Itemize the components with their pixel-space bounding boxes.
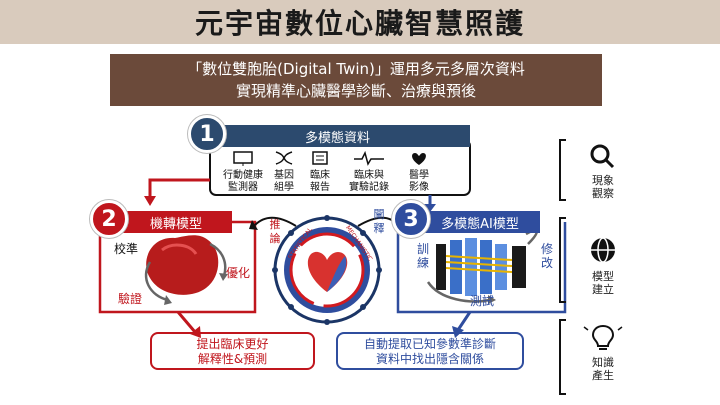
ecg-icon — [354, 150, 384, 166]
calibrate-label: 校準 — [114, 242, 139, 256]
data-item-genome: 基因 組學 — [268, 150, 300, 194]
page-title: 元宇宙數位心臟智慧照護 — [194, 7, 525, 40]
validate-label: 驗證 — [118, 292, 143, 306]
optimize-label: 優化 — [226, 266, 251, 280]
globe-icon — [591, 237, 615, 263]
data-item-ecg: 臨床與 實驗記錄 — [342, 150, 396, 194]
report-icon — [312, 151, 328, 165]
section3-label-bar: 多模態AI模型 — [420, 211, 540, 233]
section1-label-bar: 多模態資料 — [205, 125, 470, 147]
data-item-monitor: 行動健康 監測器 — [222, 150, 264, 194]
magnifier-icon — [590, 144, 615, 169]
section3-number-badge: 3 — [392, 200, 430, 238]
explain-label: 闡釋 — [373, 208, 385, 235]
subtitle-banner: 「數位雙胞胎(Digital Twin)」運用多元多層次資料 實現精準心臟醫學診… — [110, 54, 602, 106]
monitor-icon — [233, 151, 253, 166]
section2-number-badge: 2 — [90, 200, 128, 238]
data-item-imaging: 醫學 影像 — [402, 150, 436, 194]
lightbulb-icon — [583, 324, 623, 350]
fix-label: 修改 — [540, 242, 553, 270]
heart-icon — [412, 153, 426, 165]
section1-number-badge: 1 — [188, 115, 226, 153]
sidebar-model: 模型 建立 — [580, 236, 626, 296]
train-label: 訓練 — [416, 242, 429, 270]
test-label: 測試 — [470, 294, 495, 308]
arrow-to-left-output — [176, 311, 197, 333]
infer-label: 推論 — [269, 218, 281, 245]
section1-label: 多模態資料 — [304, 130, 370, 146]
sidebar-observe: 現象 觀察 — [580, 142, 626, 200]
section3-frame — [396, 222, 567, 314]
arrow-to-right-output — [456, 311, 472, 331]
sidebar-knowledge: 知識 產生 — [580, 322, 626, 382]
ai-model-graphic — [436, 238, 526, 296]
infer-arrow — [254, 216, 297, 227]
subtitle-line-1: 「數位雙胞胎(Digital Twin)」運用多元多層次資料 — [187, 60, 525, 78]
data-item-report: 臨床 報告 — [304, 150, 336, 194]
left-output-box: 提出臨床更好 解釋性&預測 — [150, 332, 315, 370]
subtitle-line-2: 實現精準心臟醫學診斷、治療與預後 — [235, 82, 476, 100]
right-output-box: 自動提取已知參數準診斷 資料中找出隱含關係 — [336, 332, 524, 370]
arrow-to-section2 — [148, 178, 210, 198]
section2-label-bar: 機轉模型 — [120, 211, 232, 233]
section3-label: 多模態AI模型 — [441, 216, 519, 232]
dna-icon — [275, 151, 293, 165]
section2-label: 機轉模型 — [149, 216, 202, 232]
title-bar: 元宇宙數位心臟智慧照護 — [0, 0, 720, 44]
